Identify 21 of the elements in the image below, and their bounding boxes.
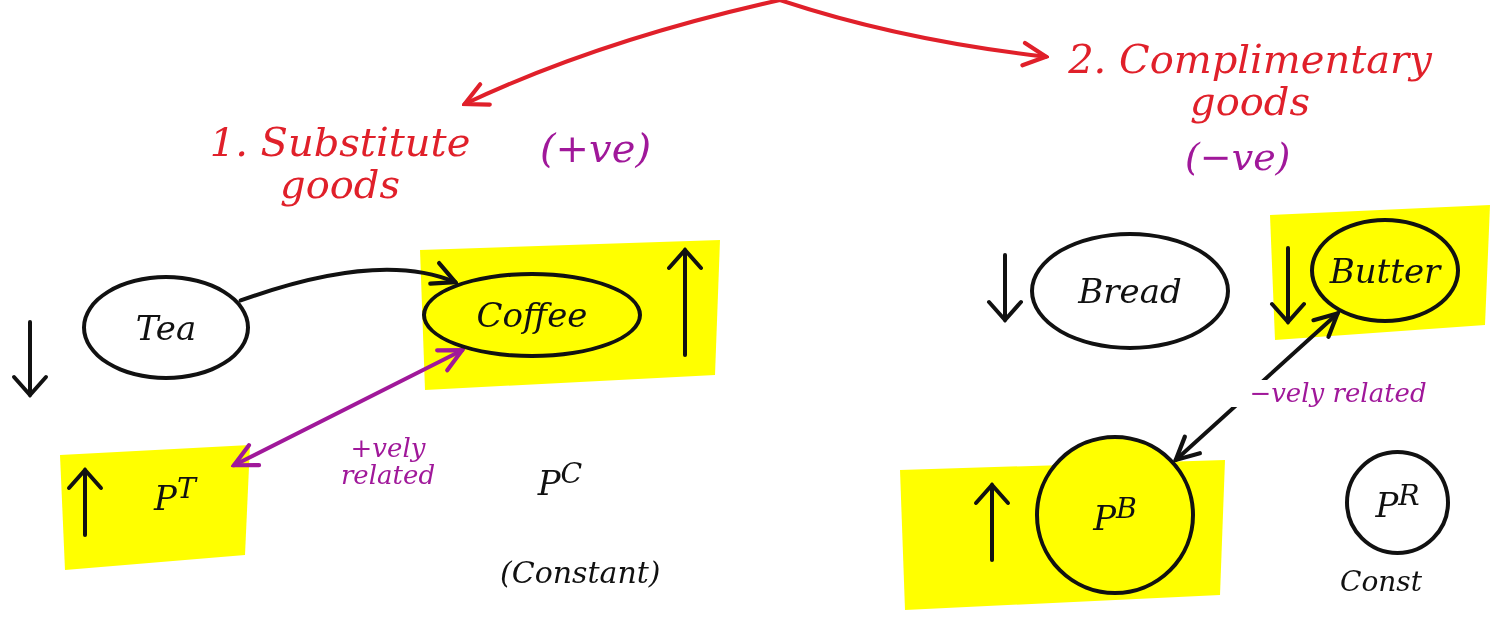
node-label: Tea bbox=[135, 307, 197, 348]
side-note: (Constant) bbox=[500, 555, 661, 590]
oval-node bbox=[1345, 450, 1450, 555]
node-label: P$^{T}$ bbox=[154, 471, 196, 519]
node-label: Bread bbox=[1078, 271, 1182, 311]
node-label: Butter bbox=[1329, 250, 1441, 291]
node-label: P$^{B}$ bbox=[1093, 491, 1137, 539]
heading-text: 2. Complimentary goods bbox=[1067, 38, 1434, 122]
arrow bbox=[462, 0, 782, 107]
side-note: Const bbox=[1340, 565, 1422, 598]
node-label: P$^{R}$ bbox=[1375, 479, 1420, 526]
node-label: P$^{C}$ bbox=[537, 456, 583, 504]
heading-text: 1. Substitute goods bbox=[208, 121, 472, 205]
side-note: (+ve) bbox=[540, 125, 651, 171]
side-note: (−ve) bbox=[1185, 135, 1291, 179]
arrow bbox=[231, 348, 465, 468]
oval-node bbox=[1030, 232, 1230, 350]
arrow bbox=[238, 261, 458, 303]
arrow bbox=[778, 0, 1049, 68]
oval-node bbox=[82, 275, 250, 380]
node-label: Coffee bbox=[476, 295, 588, 335]
